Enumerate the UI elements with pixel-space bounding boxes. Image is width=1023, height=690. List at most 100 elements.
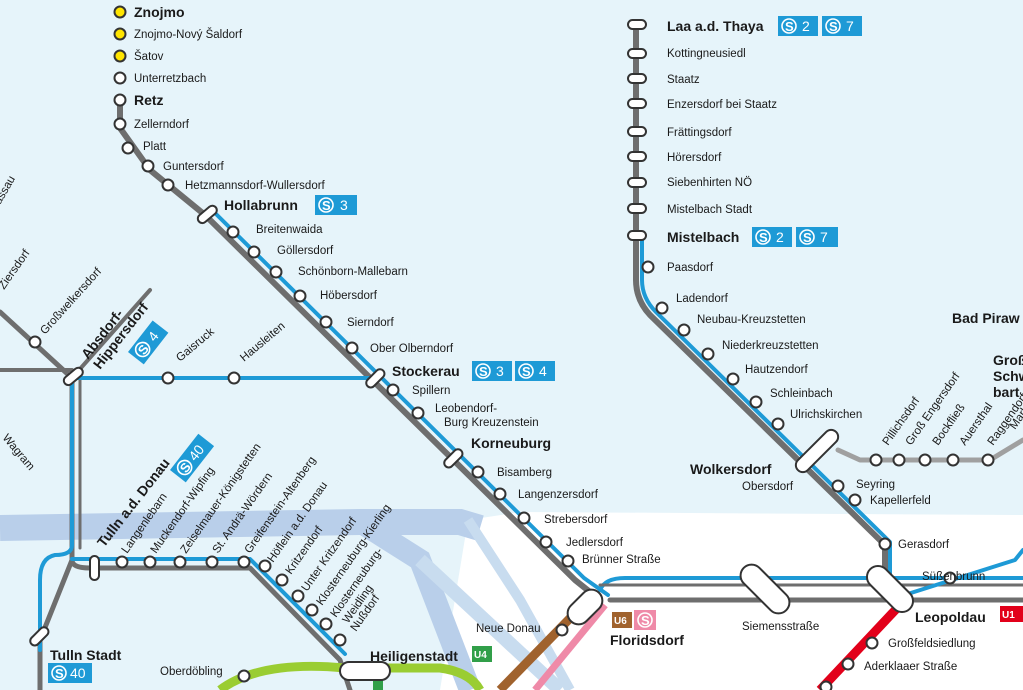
pill-mistelbach[interactable] (627, 230, 647, 241)
pill-fraettingsdorf[interactable] (627, 126, 647, 137)
dot-bruenner[interactable] (561, 554, 575, 568)
dot-zellerndorf[interactable] (113, 117, 127, 131)
badge-mistelbach-s2[interactable]: S 2 (752, 227, 792, 247)
dot-unterretzbach[interactable] (113, 71, 127, 85)
bar-floridsdorf[interactable] (563, 585, 607, 629)
bar-korneuburg[interactable] (442, 447, 464, 469)
dot-strebersdorf[interactable] (517, 511, 531, 525)
dot-platt[interactable] (121, 141, 135, 155)
pill-laa[interactable] (627, 19, 647, 30)
bar-siemensstrasse[interactable] (736, 560, 794, 618)
svg-text:3: 3 (496, 363, 504, 379)
dot-raggendorf[interactable] (981, 453, 995, 467)
label-seyring: Seyring (856, 479, 895, 491)
dot-niederkreuzstetten[interactable] (701, 347, 715, 361)
badge-u4[interactable]: U4 (472, 646, 492, 662)
pill-kottingneusiedl[interactable] (627, 48, 647, 59)
label-heiligenstadt: Heiligenstadt (370, 648, 458, 664)
badge-stockerau-s3[interactable]: S 3 (472, 361, 512, 381)
dot-leobendorf[interactable] (411, 406, 425, 420)
pill-hoerersdorf[interactable] (627, 151, 647, 162)
dot-satov[interactable] (113, 49, 127, 63)
dot-retz[interactable] (113, 93, 127, 107)
bar-hollabrunn[interactable] (196, 204, 219, 225)
dot-seyring[interactable] (831, 479, 845, 493)
pill-staatz[interactable] (627, 73, 647, 84)
dot-klosterneuburg-k[interactable] (305, 603, 319, 617)
label-spillern: Spillern (412, 385, 450, 397)
dot-guntersdorf[interactable] (141, 159, 155, 173)
dot-auersthal[interactable] (946, 453, 960, 467)
badge-absdorf-s4[interactable]: S 4 (127, 320, 169, 365)
dot-grosswelkersdorf[interactable] (28, 335, 42, 349)
dot-hautzendorf[interactable] (726, 372, 740, 386)
dot-bisamberg[interactable] (471, 465, 485, 479)
bar-wolkersdorf[interactable] (793, 427, 841, 475)
bar-absdorf[interactable] (62, 366, 85, 387)
dot-oberdoebling[interactable] (237, 669, 251, 683)
bar-tulln-stadt[interactable] (28, 625, 50, 647)
pill-mistelbach-stadt[interactable] (627, 203, 647, 214)
svg-text:S: S (322, 198, 331, 213)
dot-pillichsdorf[interactable] (869, 453, 883, 467)
dot-kritzendorf[interactable] (275, 573, 289, 587)
dot-hetzmannsdorf[interactable] (161, 178, 175, 192)
bar-stockerau[interactable] (364, 367, 386, 389)
dot-langenlebarn[interactable] (115, 555, 129, 569)
pill-enzersdorf[interactable] (627, 98, 647, 109)
badge-tulln-stadt-s40[interactable]: S 40 (48, 663, 92, 683)
dot-jedlersdorf[interactable] (539, 535, 553, 549)
dot-unter-kritzendorf[interactable] (291, 589, 305, 603)
svg-text:S: S (803, 230, 812, 245)
dot-breitenwaida[interactable] (226, 225, 240, 239)
dot-hausleiten[interactable] (227, 371, 241, 385)
bar-leopoldau[interactable] (862, 561, 917, 616)
dot-goellersdorf[interactable] (247, 245, 261, 259)
dot-ober-olberndorf[interactable] (345, 341, 359, 355)
dot-langenzersdorf[interactable] (493, 487, 507, 501)
badge-floridsdorf-s[interactable]: S (634, 610, 656, 630)
dot-suessenbrunn[interactable] (943, 571, 957, 585)
badge-laa-s2[interactable]: S 2 (778, 16, 818, 36)
badge-laa-s7[interactable]: S 7 (822, 16, 862, 36)
dot-gerasdorf[interactable] (878, 537, 892, 551)
dot-ladendorf[interactable] (655, 301, 669, 315)
badge-stockerau-s4[interactable]: S 4 (515, 361, 555, 381)
badge-hollabrunn-s3[interactable]: S 3 (315, 195, 357, 215)
dot-kapellerfeld[interactable] (848, 493, 862, 507)
dot-hoebersdorf[interactable] (293, 289, 307, 303)
dot-grossfeldsiedlung[interactable] (865, 636, 879, 650)
dot-aderklaaer-2[interactable] (819, 680, 833, 690)
bar-heiligenstadt[interactable] (339, 661, 391, 681)
badge-tulln-donau-s40[interactable]: S 40 (170, 433, 215, 483)
dot-znojmo[interactable] (113, 5, 127, 19)
dot-muckendorf[interactable] (143, 555, 157, 569)
dot-greifenstein[interactable] (237, 555, 251, 569)
dot-spillern[interactable] (386, 383, 400, 397)
dot-st-andrae[interactable] (205, 555, 219, 569)
dot-klosterneuburg-w[interactable] (319, 617, 333, 631)
dot-neubau[interactable] (677, 323, 691, 337)
pill-siebenhirten[interactable] (627, 177, 647, 188)
line-u6 (496, 604, 584, 690)
dot-nussdorf[interactable] (333, 633, 347, 647)
dot-znojmo-novy[interactable] (113, 27, 127, 41)
dot-paasdorf[interactable] (641, 260, 655, 274)
dot-ulrichskirchen[interactable] (771, 417, 785, 431)
dot-schoenborn[interactable] (269, 265, 283, 279)
station-dots (28, 5, 995, 690)
dot-bockfliess[interactable] (918, 453, 932, 467)
badge-u6[interactable]: U6 (612, 612, 632, 628)
dot-gross-engersdorf[interactable] (892, 453, 906, 467)
badge-mistelbach-s7[interactable]: S 7 (796, 227, 838, 247)
label-gross-schweinbarth-3: bart (993, 384, 1020, 400)
dot-gaisruck[interactable] (161, 371, 175, 385)
badge-u1[interactable]: U1 (1000, 606, 1023, 622)
dot-zeiselmauer[interactable] (173, 555, 187, 569)
dot-schleinbach[interactable] (749, 395, 763, 409)
dot-sierndorf[interactable] (319, 315, 333, 329)
dot-neue-donau[interactable] (555, 623, 569, 637)
bar-tulln-donau[interactable] (89, 555, 100, 581)
dot-hoeflein[interactable] (258, 559, 272, 573)
dot-aderklaaer[interactable] (841, 657, 855, 671)
